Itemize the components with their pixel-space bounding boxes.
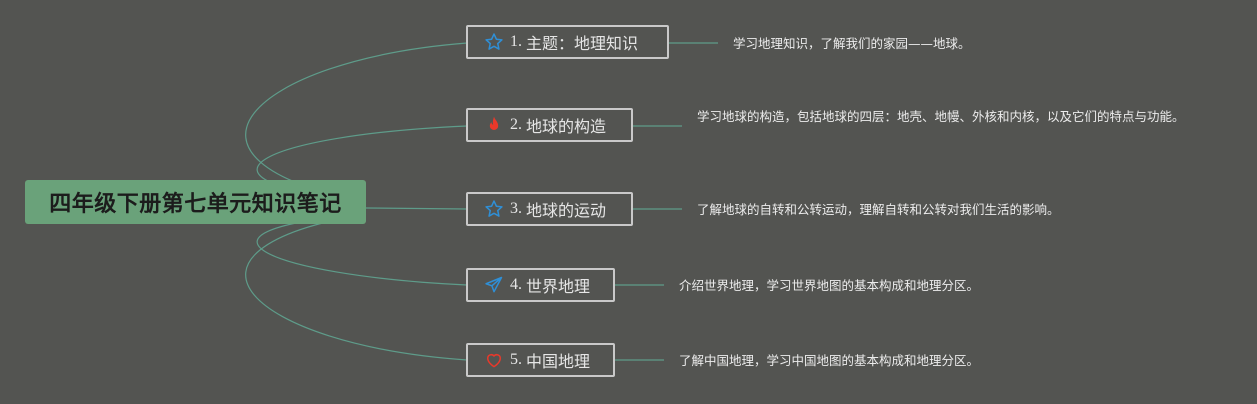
topic-number: 3. xyxy=(510,200,522,217)
topic-note-4: 介绍世界地理，学习世界地图的基本构成和地理分区。 xyxy=(679,278,980,293)
topic-note-1: 学习地理知识，了解我们的家园——地球。 xyxy=(733,36,971,51)
star-icon xyxy=(484,199,504,219)
connector-root-topic-4 xyxy=(256,213,468,286)
topic-title: 地球的运动 xyxy=(526,201,607,220)
root-node[interactable]: 四年级下册第七单元知识笔记 xyxy=(25,180,366,224)
paper-plane-icon xyxy=(484,275,504,295)
connector-root-topic-3 xyxy=(365,207,468,210)
star-icon xyxy=(484,32,504,52)
topic-node-4[interactable]: 4. 世界地理 xyxy=(466,268,615,302)
topic-node-1[interactable]: 1. 主题：地理知识 xyxy=(466,25,669,59)
topic-node-2[interactable]: 2. 地球的构造 xyxy=(466,108,633,142)
topic-node-5[interactable]: 5. 中国地理 xyxy=(466,343,615,377)
topic-note-3: 了解地球的自转和公转运动，理解自转和公转对我们生活的影响。 xyxy=(697,202,1060,217)
topic-number: 1. xyxy=(510,33,522,50)
root-title: 四年级下册第七单元知识笔记 xyxy=(49,192,342,217)
topic-number: 5. xyxy=(510,351,522,368)
topic-title: 中国地理 xyxy=(526,352,591,371)
topic-title: 主题：地理知识 xyxy=(526,34,639,53)
topic-title: 世界地理 xyxy=(526,277,591,296)
heart-icon xyxy=(484,350,504,370)
topic-note-2: 学习地球的构造，包括地球的四层：地壳、地幔、外核和内核，以及它们的特点与功能。 xyxy=(697,109,1185,124)
topic-title: 地球的构造 xyxy=(526,117,607,136)
topic-note-5: 了解中国地理，学习中国地图的基本构成和地理分区。 xyxy=(679,353,980,368)
topic-number: 2. xyxy=(510,116,522,133)
topic-number: 4. xyxy=(510,276,522,293)
fire-icon xyxy=(484,115,504,135)
connector-root-topic-1 xyxy=(245,42,468,203)
topic-node-3[interactable]: 3. 地球的运动 xyxy=(466,192,633,226)
connector-root-topic-5 xyxy=(245,213,468,361)
